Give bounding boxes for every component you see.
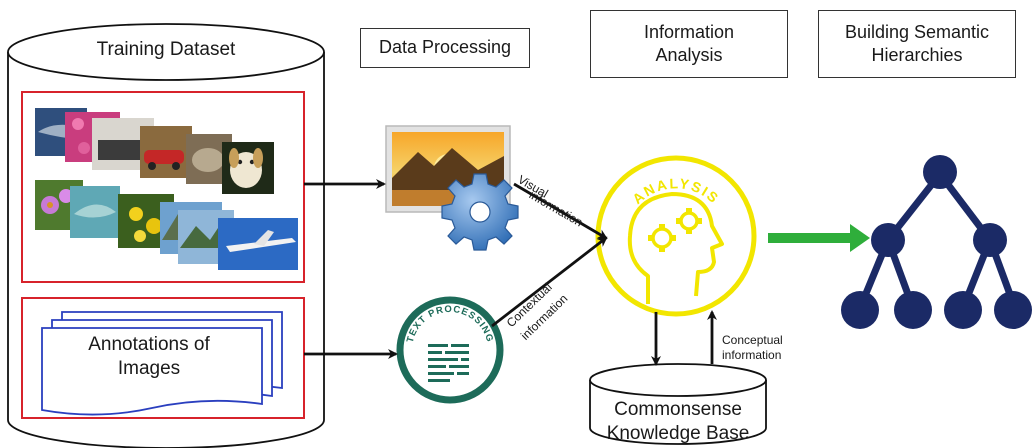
- annotations-label: Annotations of Images: [44, 333, 254, 381]
- document-stack-icon: [41, 311, 283, 416]
- data-processing-box: Data Processing: [360, 28, 530, 68]
- data-processing-label: Data Processing: [378, 37, 512, 58]
- knowledge-base-line2: Knowledge Base: [606, 422, 750, 444]
- conceptual-info-label: Conceptual information: [722, 333, 783, 363]
- flow-arrows: [304, 179, 717, 366]
- arrow-contextual-info: [491, 236, 608, 328]
- building-hierarchies-box: Building Semantic Hierarchies: [818, 10, 1016, 78]
- visual-label-2: information: [527, 188, 585, 230]
- image-thumbnails: [35, 108, 298, 270]
- gear-icon: [441, 173, 519, 251]
- information-analysis-line1: Information: [643, 21, 735, 42]
- building-hierarchies-line2: Hierarchies: [871, 45, 963, 65]
- information-analysis-line2: Analysis: [655, 45, 723, 65]
- text-processing-icon: TEXT PROCESSING: [396, 296, 504, 404]
- annotations-label-line1: Annotations of: [88, 334, 210, 355]
- training-dataset-title: Training Dataset: [96, 39, 236, 60]
- cylinder-database-icon: [589, 363, 767, 445]
- annotations-label-line2: Images: [117, 357, 181, 379]
- knowledge-base-label: Commonsense Knowledge Base: [592, 398, 764, 446]
- tree-hierarchy-icon: [841, 155, 1032, 329]
- building-hierarchies-line1: Building Semantic: [844, 21, 990, 42]
- knowledge-base-line1: Commonsense: [614, 399, 742, 420]
- conceptual-label-2: information: [722, 348, 782, 362]
- green-output-arrow: [768, 224, 870, 252]
- conceptual-label-1: Conceptual: [722, 333, 783, 347]
- arrow-visual-info: [513, 182, 608, 240]
- head-analysis-icon: ANALYSIS: [595, 155, 757, 317]
- information-analysis-box: Information Analysis: [590, 10, 788, 78]
